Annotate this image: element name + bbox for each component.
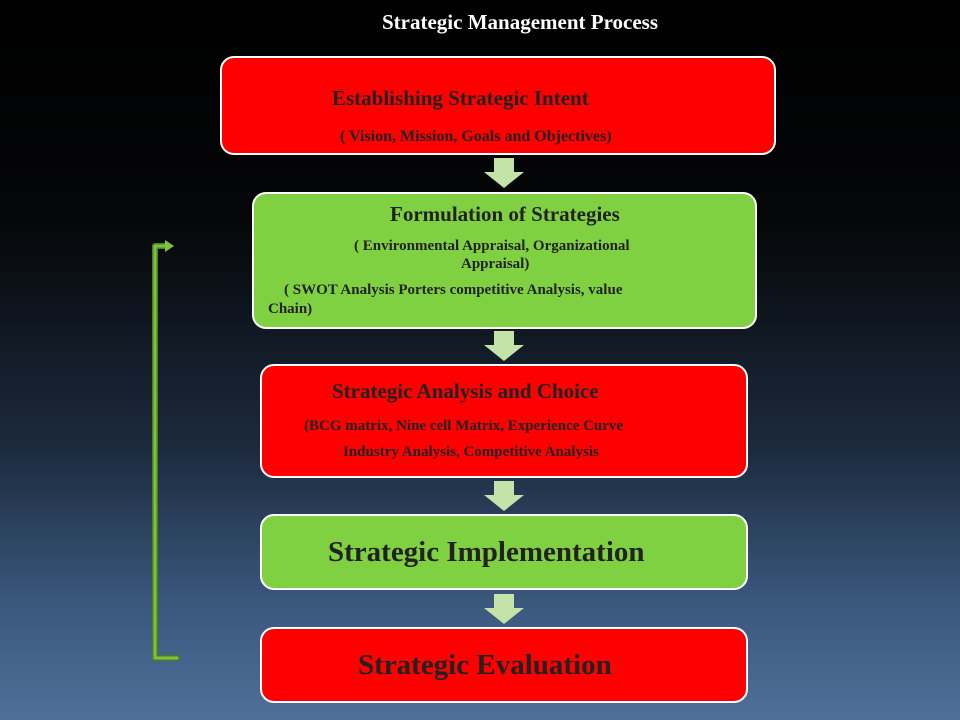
box-formulation-line-4: Chain) [268,301,313,317]
box-formulation: Formulation of Strategies ( Environmenta… [252,192,757,329]
down-arrow-icon [484,331,524,361]
box-evaluation: Strategic Evaluation [260,627,748,703]
box-analysis-choice-heading: Strategic Analysis and Choice [332,379,599,403]
box-implementation-heading: Strategic Implementation [328,536,645,568]
box-analysis-choice-line-1: (BCG matrix, Nine cell Matrix, Experienc… [304,418,624,434]
box-strategic-intent-heading: Establishing Strategic Intent [332,86,589,110]
box-formulation-line-3: ( SWOT Analysis Porters competitive Anal… [284,282,623,298]
box-formulation-line-1: ( Environmental Appraisal, Organizationa… [354,238,630,254]
box-formulation-line-2: Appraisal) [461,256,530,272]
box-formulation-heading: Formulation of Strategies [390,202,620,226]
box-implementation: Strategic Implementation [260,514,748,590]
down-arrow-icon [484,594,524,624]
box-evaluation-heading: Strategic Evaluation [358,649,612,681]
diagram-title: Strategic Management Process [381,10,659,34]
box-strategic-intent: Establishing Strategic Intent ( Vision, … [220,56,776,155]
box-analysis-choice: Strategic Analysis and Choice (BCG matri… [260,364,748,478]
down-arrow-icon [484,481,524,511]
box-analysis-choice-line-2: Industry Analysis, Competitive Analysis [343,444,599,460]
box-strategic-intent-subtitle: ( Vision, Mission, Goals and Objectives) [340,128,612,145]
down-arrow-icon [484,158,524,188]
feedback-loop-arrow-icon [152,240,180,661]
